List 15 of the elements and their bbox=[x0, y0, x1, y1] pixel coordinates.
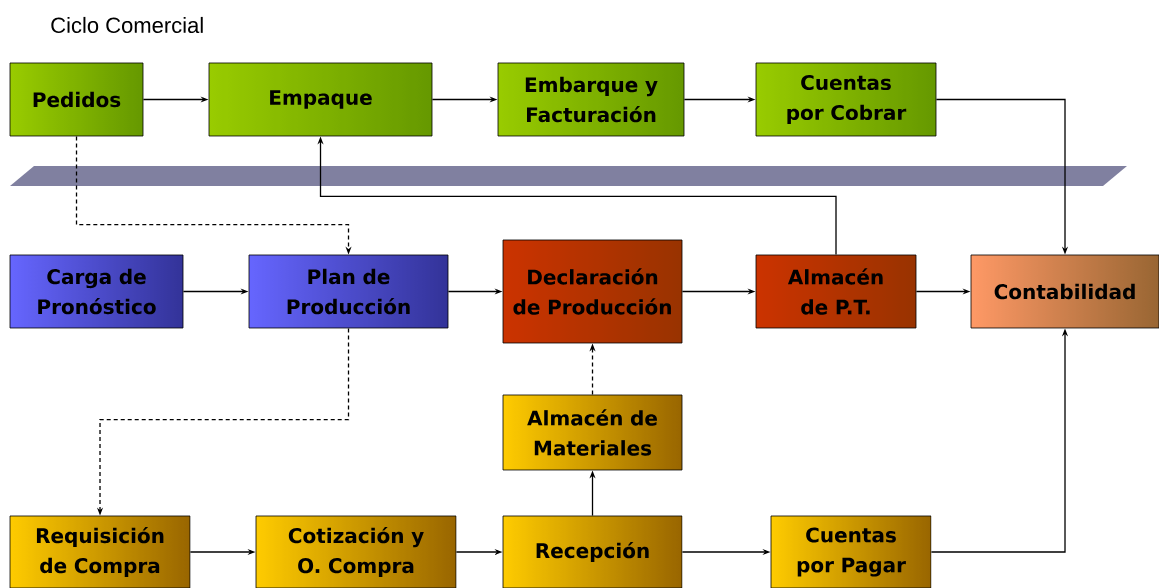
process-box: Cuentas por Pagar bbox=[770, 515, 932, 588]
process-box: Requisición de Compra bbox=[9, 515, 191, 588]
process-box: Plan de Producción bbox=[248, 254, 449, 329]
title: Ciclo Comercial bbox=[51, 16, 203, 34]
process-box: Cuentas por Cobrar bbox=[755, 62, 937, 137]
process-box: Carga de Pronóstico bbox=[9, 254, 184, 329]
process-box: Embarque y Facturación bbox=[497, 62, 685, 137]
process-box: Almacén de P.T. bbox=[755, 254, 917, 329]
process-box: Recepción bbox=[502, 515, 683, 588]
process-box: Almacén de Materiales bbox=[502, 394, 683, 471]
process-box: Empaque bbox=[208, 62, 433, 137]
process-box: Contabilidad bbox=[970, 254, 1159, 329]
process-box: Declaración de Producción bbox=[502, 239, 683, 344]
process-box: Pedidos bbox=[9, 62, 144, 137]
process-box: Cotización y O. Compra bbox=[255, 515, 457, 588]
